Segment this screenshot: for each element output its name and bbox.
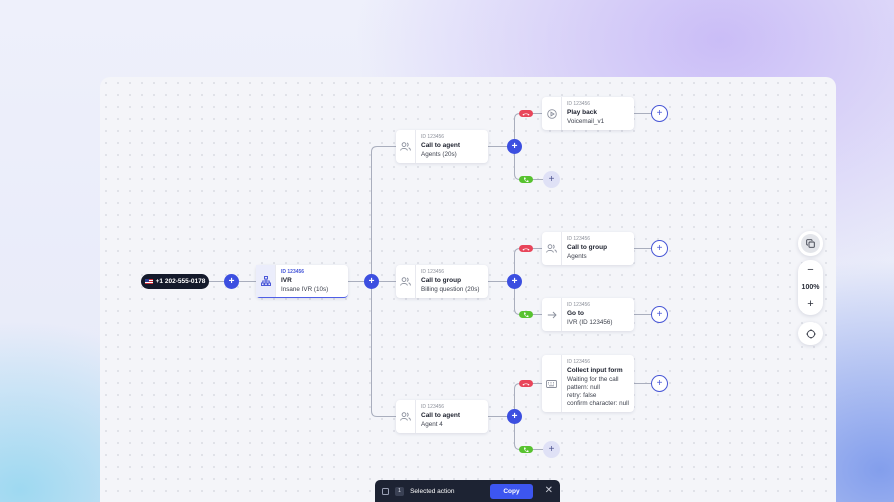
add-step-button[interactable]: + bbox=[224, 274, 239, 289]
node-detail-line: Waiting for the call bbox=[567, 375, 619, 383]
users-icon bbox=[396, 130, 416, 163]
close-icon[interactable]: ✕ bbox=[544, 485, 553, 496]
node-call-to-group-right[interactable]: ID 123456 Call to group Agents bbox=[542, 232, 634, 265]
copy-button[interactable]: Copy bbox=[490, 483, 533, 499]
node-id: ID 123456 bbox=[421, 134, 445, 140]
node-subtitle: Billing question (20s) bbox=[421, 285, 480, 293]
add-step-button[interactable]: + bbox=[543, 171, 560, 188]
node-id: ID 123456 bbox=[421, 404, 445, 410]
node-title: Call to group bbox=[421, 277, 462, 284]
node-subtitle: Voicemail_v1 bbox=[567, 117, 605, 125]
add-next-step-button[interactable]: + bbox=[651, 306, 668, 323]
node-id: ID 123456 bbox=[421, 269, 445, 275]
add-step-button[interactable]: + bbox=[543, 441, 560, 458]
node-title: Collect input form bbox=[567, 367, 623, 374]
zoom-controls: − 100% + bbox=[798, 260, 823, 315]
node-detail-line: confirm character: null bbox=[567, 400, 629, 408]
phone-hangup-icon bbox=[519, 380, 533, 387]
phone-icon bbox=[519, 446, 533, 453]
users-icon bbox=[396, 265, 416, 298]
add-next-step-button[interactable]: + bbox=[651, 240, 668, 257]
node-subtitle: Insane IVR (10s) bbox=[281, 285, 329, 293]
fit-view-button[interactable] bbox=[798, 322, 823, 345]
node-subtitle: Agents bbox=[567, 252, 587, 260]
add-branch-button[interactable]: + bbox=[507, 409, 522, 424]
node-title: Call to agent bbox=[421, 412, 461, 419]
zoom-level: 100% bbox=[801, 284, 820, 291]
phone-icon bbox=[519, 176, 533, 183]
node-id: ID 123456 bbox=[281, 269, 305, 275]
selection-toolbar: 1 Selected action Copy ✕ bbox=[375, 480, 560, 502]
node-play-back[interactable]: ID 123456 Play back Voicemail_v1 bbox=[542, 97, 634, 130]
add-next-step-button[interactable]: + bbox=[651, 375, 668, 392]
phone-hangup-icon bbox=[519, 110, 533, 117]
selected-action-label: Selected action bbox=[410, 487, 455, 495]
zoom-out-button[interactable]: − bbox=[807, 264, 814, 276]
add-branch-button[interactable]: + bbox=[364, 274, 379, 289]
node-call-to-group[interactable]: ID 123456 Call to group Billing question… bbox=[396, 265, 488, 298]
phone-icon bbox=[519, 311, 533, 318]
node-subtitle: Agents (20s) bbox=[421, 150, 457, 158]
node-title: IVR bbox=[281, 277, 292, 284]
play-circle-icon bbox=[542, 97, 562, 130]
node-id: ID 123456 bbox=[567, 302, 591, 308]
us-flag-icon bbox=[144, 279, 153, 284]
node-ivr[interactable]: ID 123456 IVR Insane IVR (10s) bbox=[256, 265, 348, 298]
copy-view-button[interactable] bbox=[798, 231, 823, 256]
phone-hangup-icon bbox=[519, 245, 533, 252]
node-collect-input-form[interactable]: ID 123456 Collect input form Waiting for… bbox=[542, 355, 634, 412]
node-title: Play back bbox=[567, 109, 597, 116]
node-title: Call to group bbox=[567, 244, 608, 251]
selected-count: 1 bbox=[395, 486, 405, 496]
node-title: Call to agent bbox=[421, 142, 461, 149]
entry-phone-number[interactable]: +1 202-555-0178 bbox=[141, 274, 209, 289]
node-subtitle: Agent 4 bbox=[421, 420, 443, 428]
add-next-step-button[interactable]: + bbox=[651, 105, 668, 122]
node-call-to-agent-bottom[interactable]: ID 123456 Call to agent Agent 4 bbox=[396, 400, 488, 433]
fit-view-icon bbox=[805, 328, 816, 339]
node-id: ID 123456 bbox=[567, 236, 591, 242]
node-call-to-agent-top[interactable]: ID 123456 Call to agent Agents (20s) bbox=[396, 130, 488, 163]
users-icon bbox=[396, 400, 416, 433]
node-id: ID 123456 bbox=[567, 101, 591, 107]
users-icon bbox=[542, 232, 562, 265]
entry-phone-label: +1 202-555-0178 bbox=[155, 278, 206, 285]
select-checkbox[interactable] bbox=[382, 487, 389, 495]
node-detail-line: pattern: null bbox=[567, 383, 600, 391]
node-title: Go to bbox=[567, 310, 584, 317]
zoom-in-button[interactable]: + bbox=[807, 298, 814, 310]
keyboard-icon bbox=[542, 355, 562, 412]
sitemap-icon bbox=[256, 265, 276, 297]
add-branch-button[interactable]: + bbox=[507, 139, 522, 154]
node-detail-line: retry: false bbox=[567, 391, 597, 399]
flow-canvas[interactable]: +1 202-555-0178 + ID 123456 IVR Insane I… bbox=[100, 77, 836, 502]
node-go-to[interactable]: ID 123456 Go to IVR (ID 123456) bbox=[542, 298, 634, 331]
add-branch-button[interactable]: + bbox=[507, 274, 522, 289]
copy-icon bbox=[801, 234, 820, 253]
node-id: ID 123456 bbox=[567, 359, 591, 365]
node-subtitle: IVR (ID 123456) bbox=[567, 318, 613, 326]
arrow-right-icon bbox=[542, 298, 562, 331]
